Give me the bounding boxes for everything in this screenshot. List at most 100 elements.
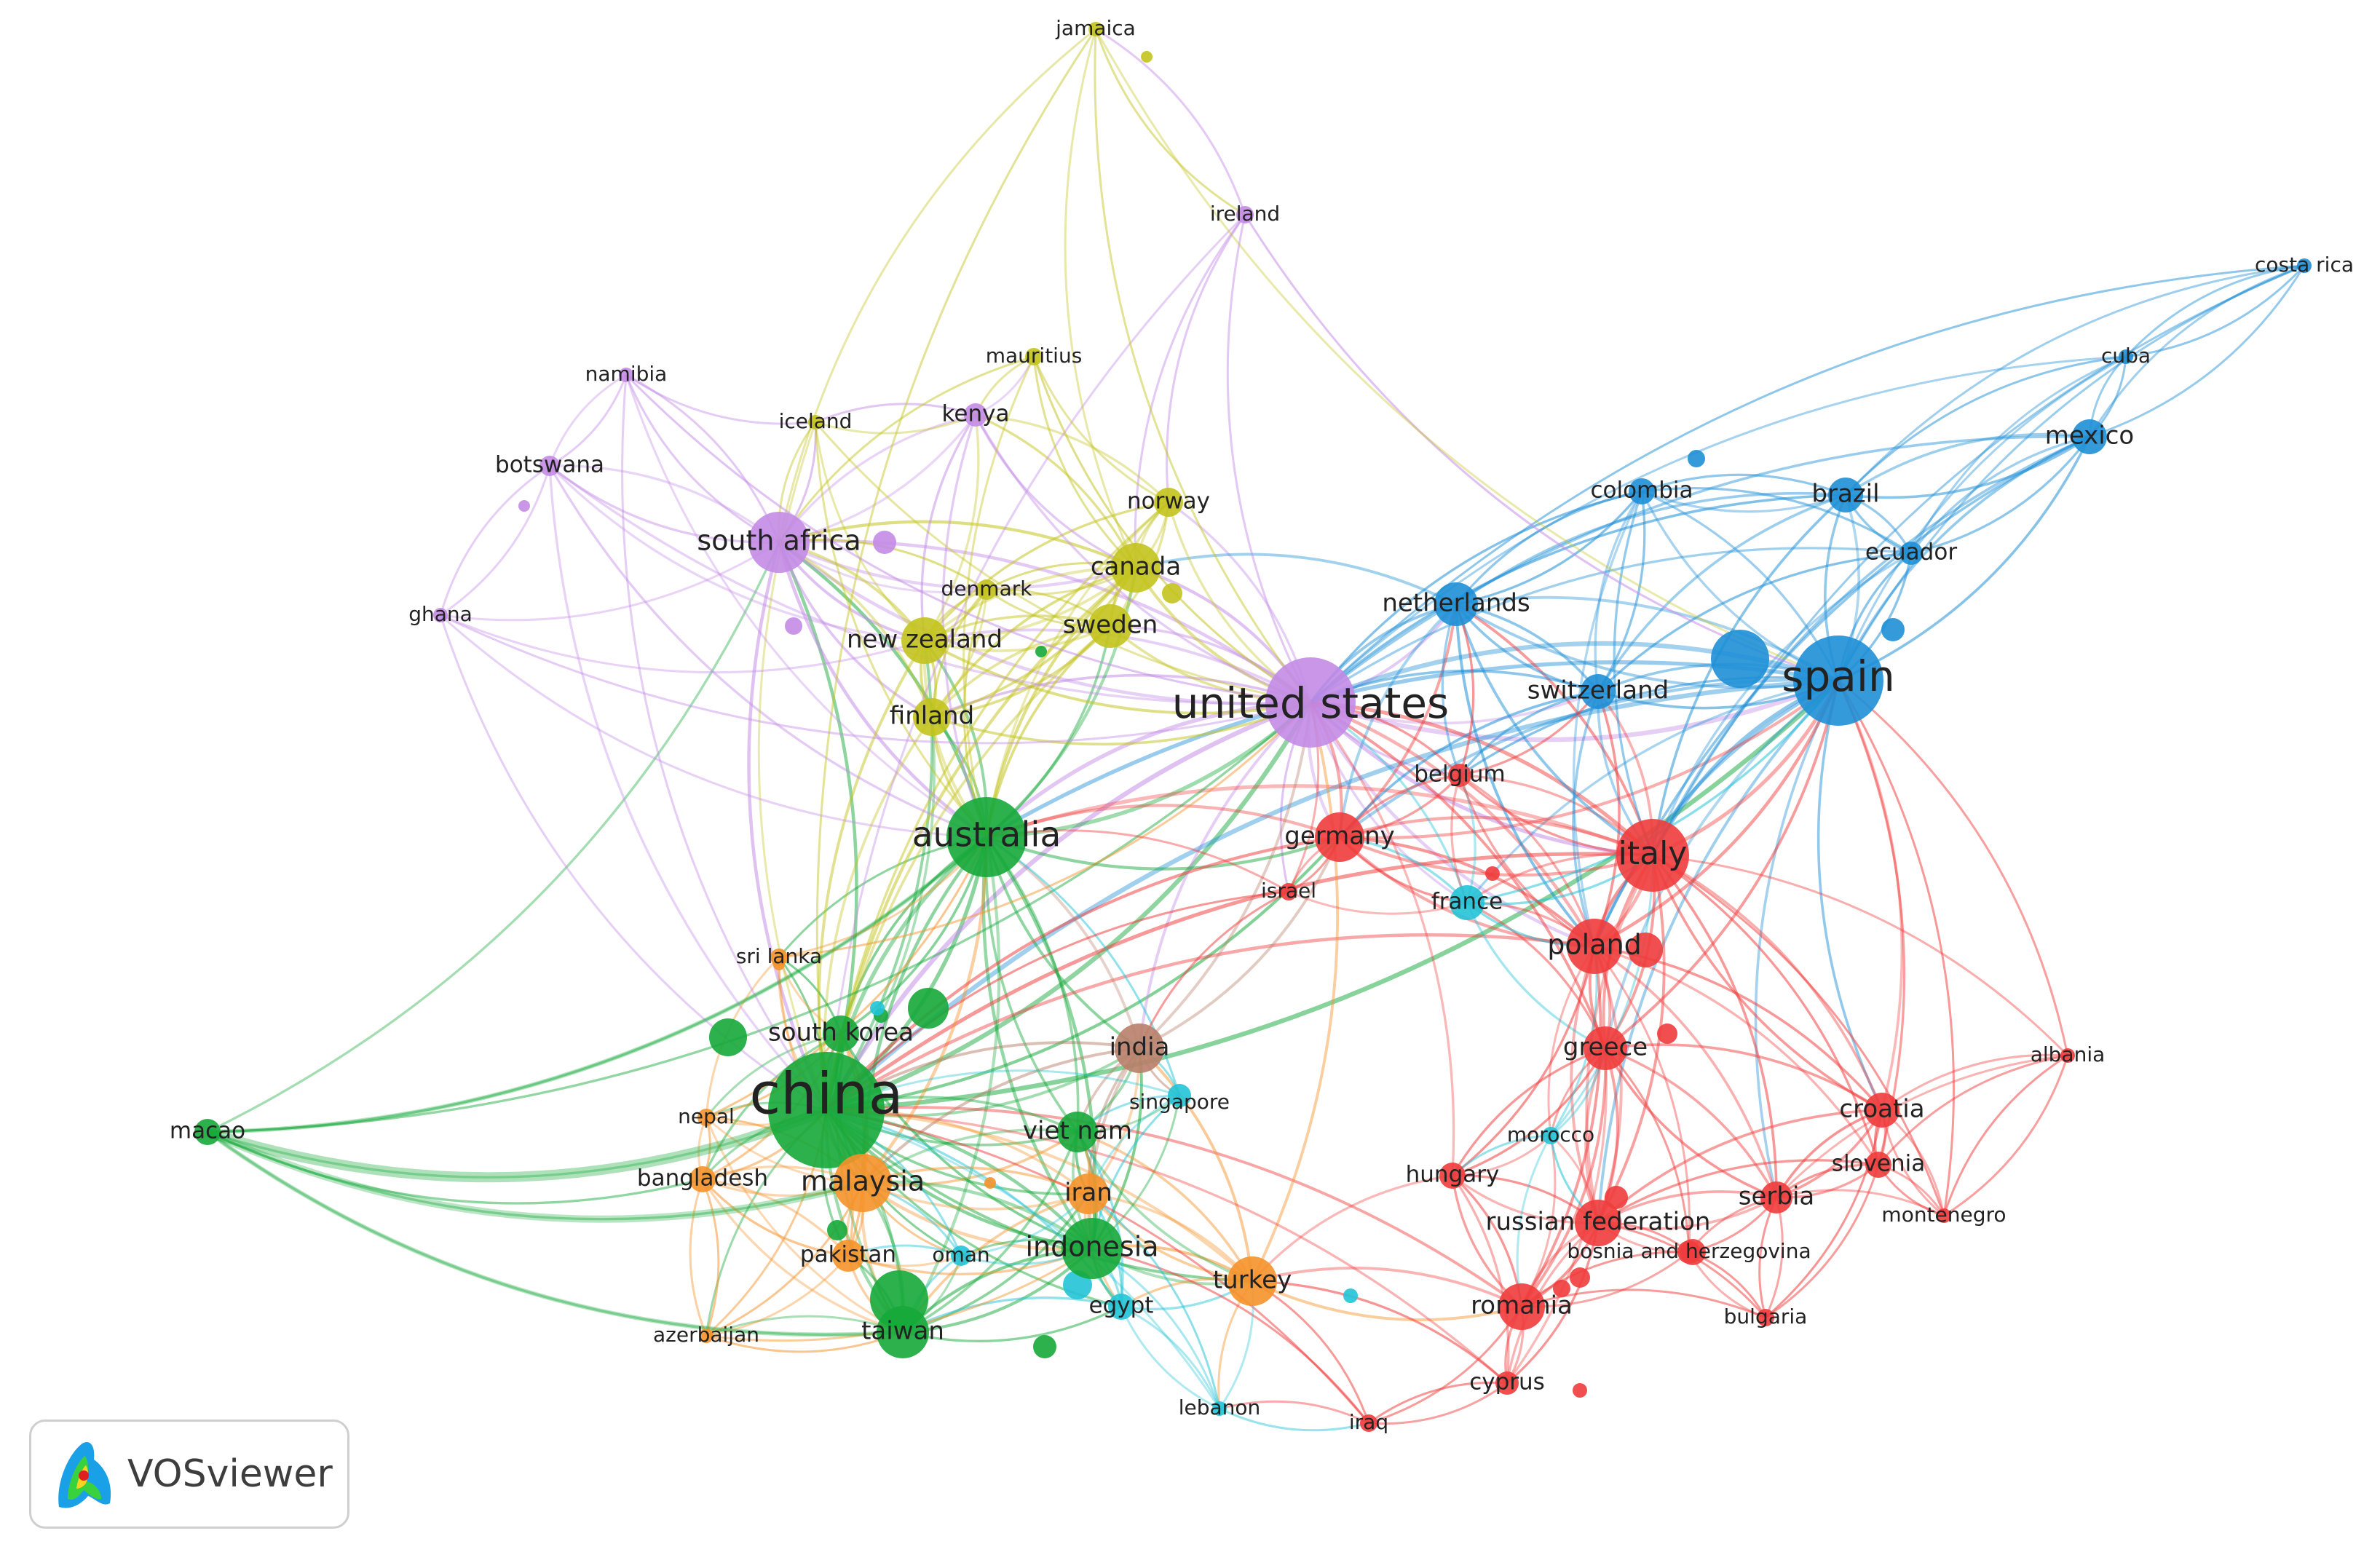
node-ecuador[interactable] [1899, 542, 1923, 565]
node-costa-rica[interactable] [2297, 258, 2312, 273]
node-romania[interactable] [1498, 1283, 1545, 1330]
node-mauritius[interactable] [1025, 348, 1043, 365]
link-edge [778, 541, 933, 718]
node-singapore[interactable] [1168, 1084, 1191, 1107]
node-viet-nam[interactable] [1057, 1112, 1098, 1152]
node-egypt[interactable] [1108, 1294, 1134, 1320]
node-ireland[interactable] [1236, 206, 1254, 223]
link-edge [1754, 680, 1840, 1198]
link-edge [1844, 264, 2305, 496]
node-brazil[interactable] [1828, 478, 1863, 512]
node-croatia[interactable] [1865, 1093, 1899, 1128]
node-netherlands[interactable] [1434, 582, 1478, 626]
node-malaysia[interactable] [834, 1154, 892, 1212]
node-taiwan[interactable] [877, 1306, 929, 1358]
node-colombia[interactable] [1629, 478, 1655, 504]
link-edge [1452, 1048, 1607, 1177]
node-belgium[interactable] [1448, 764, 1471, 787]
link-edge [207, 1131, 904, 1337]
node-montenegro[interactable] [1937, 1208, 1951, 1223]
node-russian-federation[interactable] [1575, 1200, 1621, 1246]
node-poland[interactable] [1567, 919, 1622, 974]
node-botswana[interactable] [539, 456, 560, 476]
link-edge [826, 1109, 1509, 1385]
link-edge [439, 464, 550, 616]
node-spain[interactable] [1793, 636, 1883, 726]
node-iran[interactable] [1068, 1173, 1109, 1214]
node-bulgaria[interactable] [1757, 1309, 1774, 1326]
node-australia[interactable] [946, 797, 1027, 877]
node-cuba[interactable] [2119, 349, 2133, 364]
node-sweden[interactable] [1088, 604, 1132, 648]
link-edge [826, 1106, 1523, 1308]
link-edge [1139, 836, 1341, 1050]
link-edge [1837, 680, 1906, 1165]
node-bosnia-and-herzegovina[interactable] [1677, 1240, 1701, 1264]
link-edge [1597, 1109, 1883, 1224]
node-greece[interactable] [1584, 1026, 1627, 1070]
node-israel[interactable] [1280, 883, 1297, 900]
link-edge [1605, 1047, 1778, 1198]
label-germany: germany [1284, 822, 1395, 851]
node-south-korea[interactable] [823, 1015, 859, 1052]
label-poland: poland [1547, 929, 1641, 961]
node-iraq[interactable] [1360, 1414, 1377, 1432]
node-lebanon[interactable] [1212, 1401, 1227, 1416]
node-macao[interactable] [194, 1119, 221, 1145]
link-edge [1310, 701, 1607, 1049]
node-slovenia[interactable] [1865, 1152, 1891, 1178]
node-canada[interactable] [1111, 543, 1161, 593]
node-bangladesh[interactable] [689, 1166, 716, 1192]
link-edge [985, 660, 1839, 839]
node-norway[interactable] [1154, 488, 1183, 517]
node-nepal[interactable] [697, 1109, 715, 1126]
node-hungary[interactable] [1439, 1163, 1466, 1189]
node-china[interactable] [768, 1052, 885, 1168]
link-edge [1251, 702, 1340, 1282]
node-denmark[interactable] [976, 579, 997, 600]
node-india[interactable] [1115, 1023, 1164, 1073]
node-albania[interactable] [2060, 1048, 2075, 1063]
link-edge [1064, 28, 1137, 569]
node-morocco[interactable] [1542, 1127, 1559, 1144]
link-edge [975, 413, 1170, 504]
node-turkey[interactable] [1227, 1256, 1277, 1306]
node-france[interactable] [1450, 885, 1484, 920]
node-italy[interactable] [1616, 819, 1689, 892]
node-iceland[interactable] [808, 415, 823, 429]
link-edge [625, 373, 816, 425]
node-pakistan[interactable] [832, 1240, 864, 1272]
node-new-zealand[interactable] [901, 617, 948, 664]
node-serbia[interactable] [1760, 1181, 1792, 1213]
unlabeled-node [709, 1018, 747, 1056]
node-sri-lanka[interactable] [770, 949, 788, 966]
node-oman[interactable] [951, 1246, 971, 1266]
link-edge [931, 701, 1311, 746]
node-kenya[interactable] [964, 403, 987, 427]
link-edge [1458, 775, 1595, 948]
label-macao: macao [170, 1118, 245, 1144]
link-edge [814, 421, 1311, 704]
link-edge [924, 639, 1311, 715]
node-jamaica[interactable] [1088, 22, 1103, 36]
link-edge [1338, 603, 1458, 838]
label-bosnia-and-herzegovina: bosnia and herzegovina [1567, 1239, 1811, 1263]
node-south-africa[interactable] [748, 512, 810, 573]
link-edge [1521, 1288, 1766, 1319]
node-namibia[interactable] [619, 368, 633, 382]
link-edge [1604, 1048, 1777, 1199]
label-indonesia: indonesia [1025, 1231, 1158, 1263]
label-azerbaijan: azerbaijan [653, 1323, 759, 1347]
node-mexico[interactable] [2072, 419, 2107, 454]
node-azerbaijan[interactable] [699, 1329, 713, 1343]
node-ghana[interactable] [433, 608, 448, 622]
vosviewer-logo: VOSviewer [29, 1420, 349, 1529]
node-cyprus[interactable] [1495, 1371, 1519, 1395]
label-australia: australia [912, 815, 1061, 855]
node-indonesia[interactable] [1061, 1218, 1123, 1279]
label-russian-federation: russian federation [1486, 1208, 1711, 1237]
node-switzerland[interactable] [1581, 674, 1616, 709]
node-united-states[interactable] [1265, 657, 1356, 748]
node-germany[interactable] [1315, 812, 1364, 862]
node-finland[interactable] [913, 698, 951, 736]
